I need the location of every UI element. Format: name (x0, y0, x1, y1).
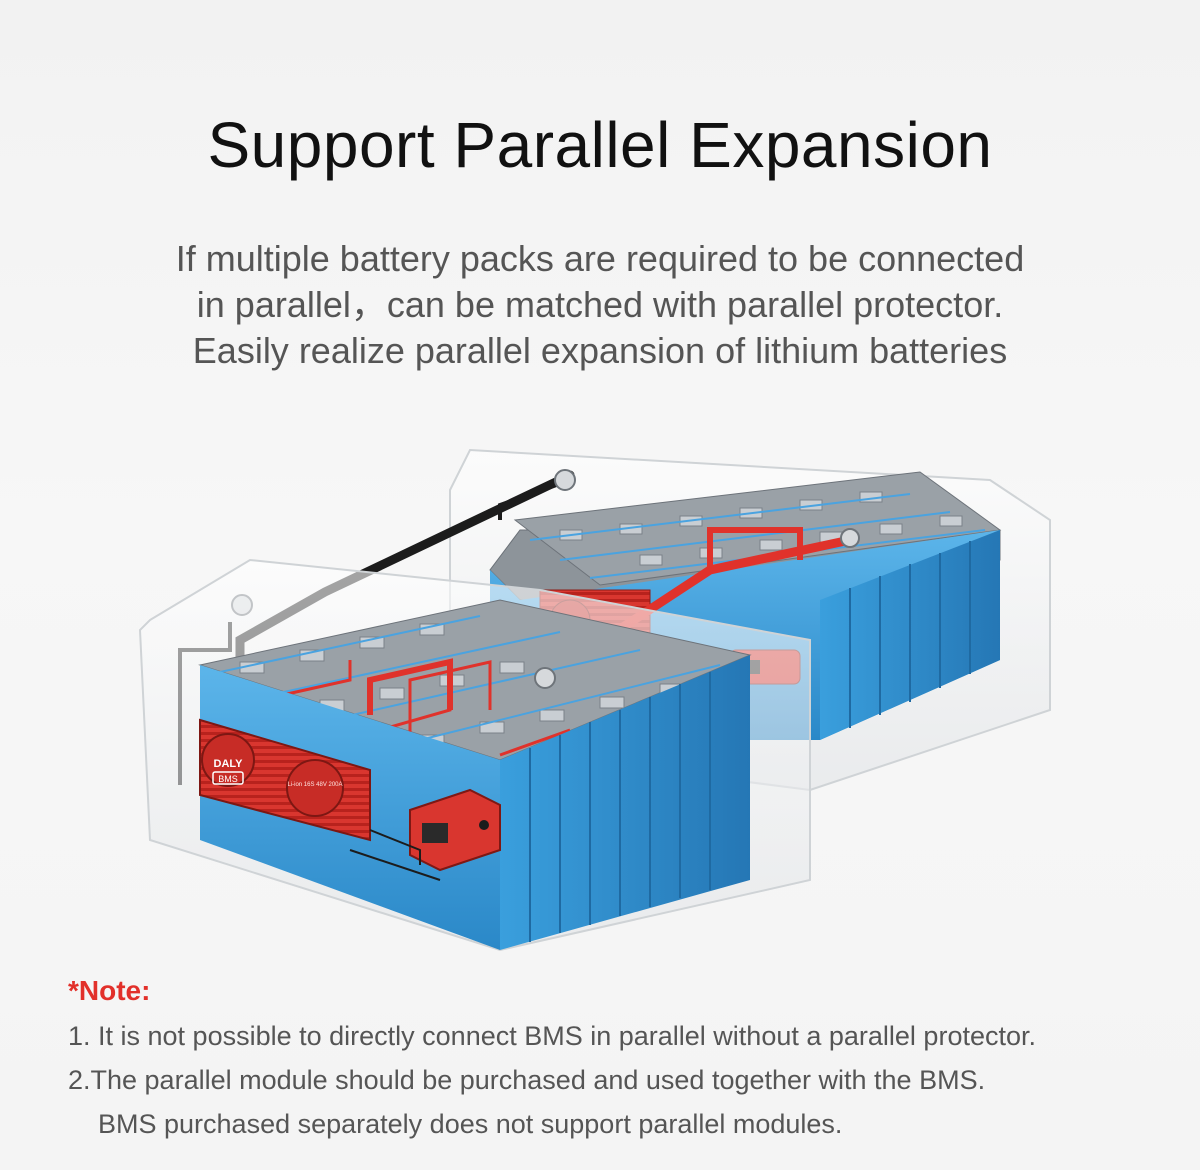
bms-badge-text: BMS (218, 774, 238, 784)
subtitle-line-2: in parallel，can be matched with parallel… (196, 284, 1004, 325)
parallel-module-front (409, 788, 501, 872)
battery-pack-front: DALY BMS Li-ion 16S 48V 200A (138, 558, 811, 952)
bms-board: DALY BMS Li-ion 16S 48V 200A (199, 718, 371, 842)
note-line-3: BMS purchased separately does not suppor… (98, 1109, 843, 1139)
note-title: *Note: (68, 975, 151, 1006)
note-line-2: 2.The parallel module should be purchase… (68, 1065, 986, 1095)
subtitle: If multiple battery packs are required t… (0, 236, 1200, 374)
bms-logo-text: DALY (214, 758, 244, 770)
page-title: Support Parallel Expansion (207, 109, 993, 181)
parallel-battery-illustration: DALY BMS Li-ion 16S 48V 200A (138, 448, 1051, 952)
subtitle-line-3: Easily realize parallel expansion of lit… (192, 330, 1008, 371)
bms-spec-text: Li-ion 16S 48V 200A (287, 782, 342, 788)
note-line-1: 1. It is not possible to directly connec… (68, 1021, 1036, 1051)
subtitle-line-1: If multiple battery packs are required t… (175, 238, 1025, 279)
note-section: *Note: 1. It is not possible to directly… (68, 972, 1178, 1146)
